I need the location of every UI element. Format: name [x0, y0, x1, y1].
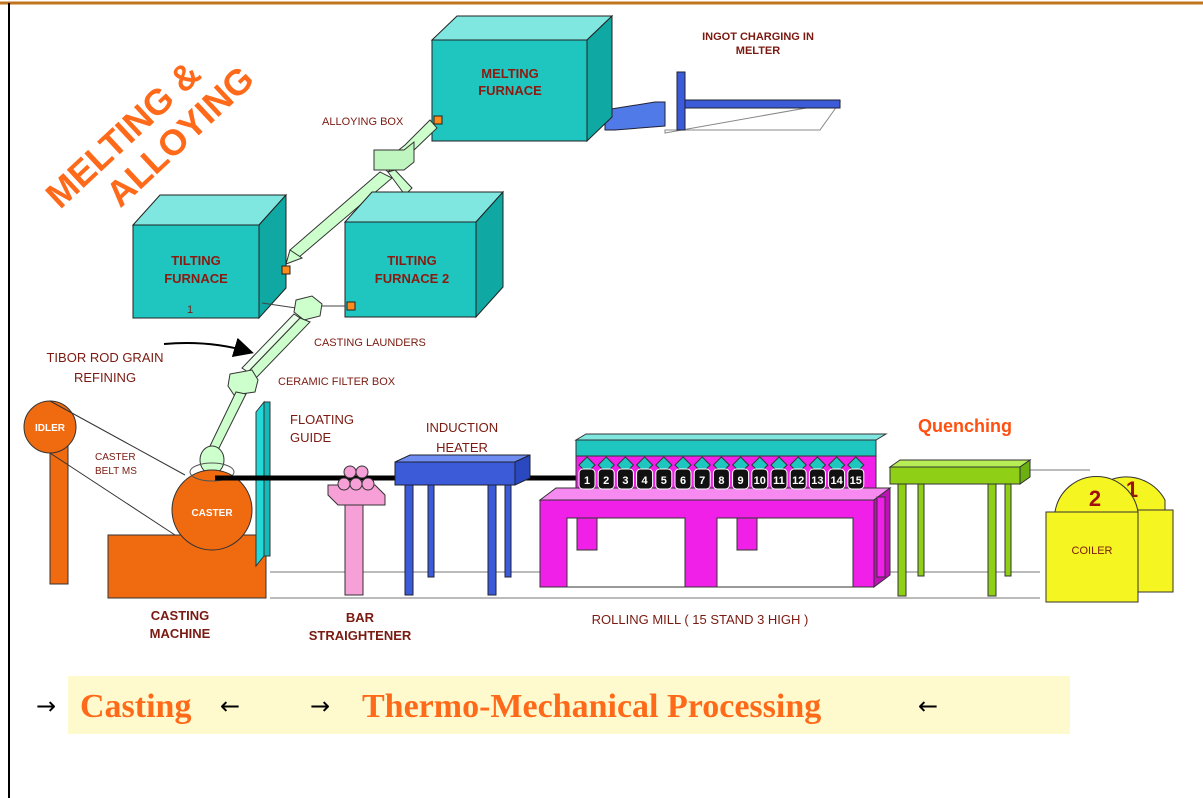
mill-stand-number: 3: [622, 475, 628, 487]
mill-stand-block: [789, 468, 807, 490]
mill-stand-number: 8: [718, 475, 724, 487]
mill-stand-number: 11: [773, 475, 785, 487]
induction-heater: [394, 454, 531, 596]
floating-guide: [255, 400, 271, 568]
quenching-label: Quenching: [918, 416, 1012, 436]
tilting-furnace-2: TILTING FURNACE 2: [343, 190, 505, 319]
mill-stand-number: 4: [642, 475, 649, 487]
banner-thermo: Thermo-Mechanical Processing: [362, 688, 821, 725]
induction-line2: HEATER: [436, 440, 488, 455]
mill-stand-number: 10: [754, 475, 766, 487]
mill-stand-number: 7: [699, 475, 705, 487]
banner-arrow-2: ←: [220, 692, 240, 720]
ceramic-filter-label: CERAMIC FILTER BOX: [278, 376, 396, 388]
mill-stand-number: 13: [811, 475, 823, 487]
mill-stand-number: 9: [738, 475, 744, 487]
coiler-label: COILER: [1072, 545, 1113, 557]
melting-furnace-line2: FURNACE: [478, 83, 542, 98]
mill-stand-number: 1: [584, 475, 590, 487]
mill-stand-number: 15: [850, 475, 862, 487]
mill-stand-block: [693, 468, 711, 490]
melting-furnace-line1: MELTING: [481, 66, 539, 81]
tilting-furnace-1: TILTING FURNACE 1: [131, 193, 291, 320]
alloying-box-label: ALLOYING BOX: [322, 116, 404, 128]
casting-machine-line2: MACHINE: [150, 626, 211, 641]
tibor-line1: TIBOR ROD GRAIN: [46, 350, 163, 365]
bar-straightener: [327, 465, 386, 596]
mill-stand-block: [751, 468, 769, 490]
caster-label: CASTER: [191, 508, 233, 519]
floating-guide-line1: FLOATING: [290, 412, 354, 427]
mill-stand-number: 5: [661, 475, 667, 487]
mill-stand-block: [847, 468, 865, 490]
tf1-line2: FURNACE: [164, 271, 228, 286]
mill-stand-block: [616, 468, 634, 490]
mill-stand-number: 6: [680, 475, 686, 487]
mill-stand-number: 14: [830, 475, 843, 487]
tf2-line2: FURNACE 2: [375, 271, 449, 286]
tf1-line1: TILTING: [171, 253, 221, 268]
coiler-2: 2 COILER: [1045, 476, 1139, 603]
mill-stand-block: [808, 468, 826, 490]
idler: IDLER: [23, 400, 77, 585]
mill-stand-block: [636, 468, 654, 490]
coiler-2-number: 2: [1089, 486, 1101, 511]
mill-stand-block: [732, 468, 750, 490]
casting-launders-label: CASTING LAUNDERS: [314, 337, 426, 349]
bar-straightener-line1: BAR: [346, 610, 375, 625]
alloying-box: [285, 119, 438, 265]
rolling-mill-label: ROLLING MILL ( 15 STAND 3 HIGH ): [592, 612, 809, 627]
mill-stand-number: 12: [792, 475, 804, 487]
casting-launders: [199, 295, 345, 475]
tibor-line2: REFINING: [74, 370, 136, 385]
induction-line1: INDUCTION: [426, 420, 498, 435]
quench-table: [888, 459, 1032, 597]
banner-bg: [68, 676, 1070, 734]
tf2-line1: TILTING: [387, 253, 437, 268]
casting-machine: CASTER: [107, 462, 267, 599]
caster-belt-line1: CASTER: [95, 452, 136, 463]
mill-stand-block: [674, 468, 692, 490]
floating-guide-line2: GUIDE: [290, 430, 332, 445]
mill-stand-block: [578, 468, 596, 490]
tibor-arrow: [163, 337, 254, 357]
banner-arrow-1: →: [36, 692, 56, 720]
ingot-charging-line1: INGOT CHARGING IN: [702, 31, 814, 43]
tf1-line3: 1: [187, 304, 193, 316]
melting-furnace: MELTING FURNACE: [430, 14, 614, 143]
banner-arrow-3: →: [310, 692, 330, 720]
mill-stand-block: [828, 468, 846, 490]
mill-stand-block: [770, 468, 788, 490]
mill-stand-block: [655, 468, 673, 490]
idler-label: IDLER: [35, 423, 66, 434]
ingot-charging-platform: [604, 71, 842, 134]
ingot-charging-line2: MELTER: [736, 45, 780, 57]
mill-stand-number: 2: [603, 475, 609, 487]
banner-arrow-4: ←: [918, 692, 938, 720]
banner-casting: Casting: [80, 688, 191, 725]
bar-straightener-line2: STRAIGHTENER: [309, 628, 412, 643]
caster-belt-line2: BELT MS: [95, 466, 137, 477]
mill-stand-block: [597, 468, 615, 490]
mill-stand-block: [712, 468, 730, 490]
casting-machine-line1: CASTING: [151, 608, 210, 623]
